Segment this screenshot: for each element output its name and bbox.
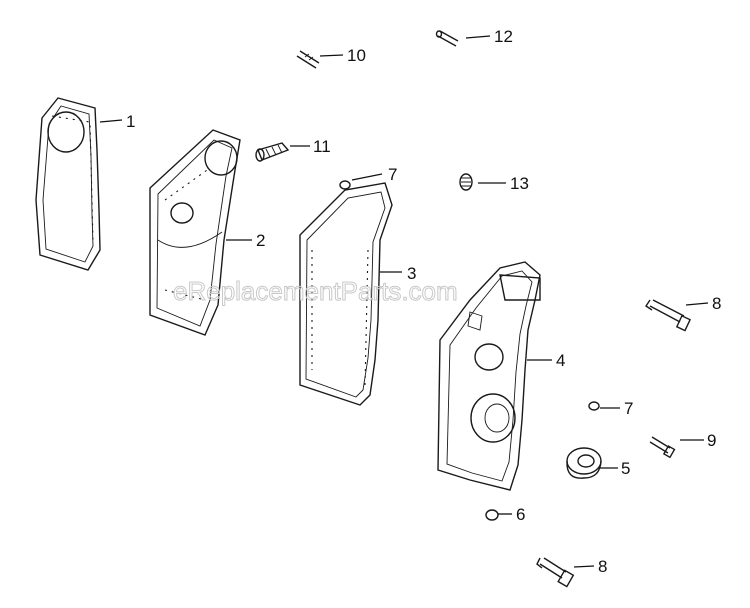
callout-10: 10 bbox=[347, 46, 366, 65]
part-12-pin[interactable] bbox=[435, 30, 459, 47]
callout-9: 9 bbox=[707, 431, 716, 450]
callout-2: 2 bbox=[256, 231, 265, 250]
callout-12: 12 bbox=[494, 27, 513, 46]
part-10-stud[interactable] bbox=[296, 50, 320, 69]
part-4-gear-cover[interactable] bbox=[437, 261, 541, 491]
part-13-plug[interactable] bbox=[459, 173, 473, 191]
part-7-washer-upper[interactable] bbox=[339, 180, 351, 190]
callout-7-lower: 7 bbox=[624, 399, 633, 418]
part-8-bolt-upper[interactable] bbox=[645, 299, 691, 332]
part-7-washer-lower[interactable] bbox=[588, 401, 600, 411]
callout-1: 1 bbox=[126, 112, 135, 131]
part-5-oil-seal[interactable] bbox=[566, 447, 602, 479]
callout-5: 5 bbox=[621, 459, 630, 478]
callout-4: 4 bbox=[556, 351, 565, 370]
part-8-bolt-lower[interactable] bbox=[536, 557, 575, 588]
callout-8-upper: 8 bbox=[712, 294, 721, 313]
callout-3: 3 bbox=[407, 264, 416, 283]
part-9-screw[interactable] bbox=[649, 436, 676, 459]
part-2-plate[interactable] bbox=[149, 129, 241, 336]
callout-labels: 1 2 3 4 5 6 7 7 8 8 9 10 11 12 13 bbox=[126, 27, 721, 576]
callout-7-upper: 7 bbox=[388, 165, 397, 184]
callout-8-lower: 8 bbox=[598, 557, 607, 576]
part-6-nut[interactable] bbox=[485, 509, 499, 521]
watermark-text: eReplacementParts.com bbox=[173, 276, 458, 306]
part-1-gasket[interactable] bbox=[35, 97, 101, 271]
part-11-bolt[interactable] bbox=[255, 142, 290, 162]
callout-13: 13 bbox=[510, 174, 529, 193]
leader-lines bbox=[99, 35, 709, 568]
part-3-gasket[interactable] bbox=[299, 182, 393, 406]
callout-11: 11 bbox=[313, 137, 331, 156]
callout-6: 6 bbox=[516, 505, 525, 524]
